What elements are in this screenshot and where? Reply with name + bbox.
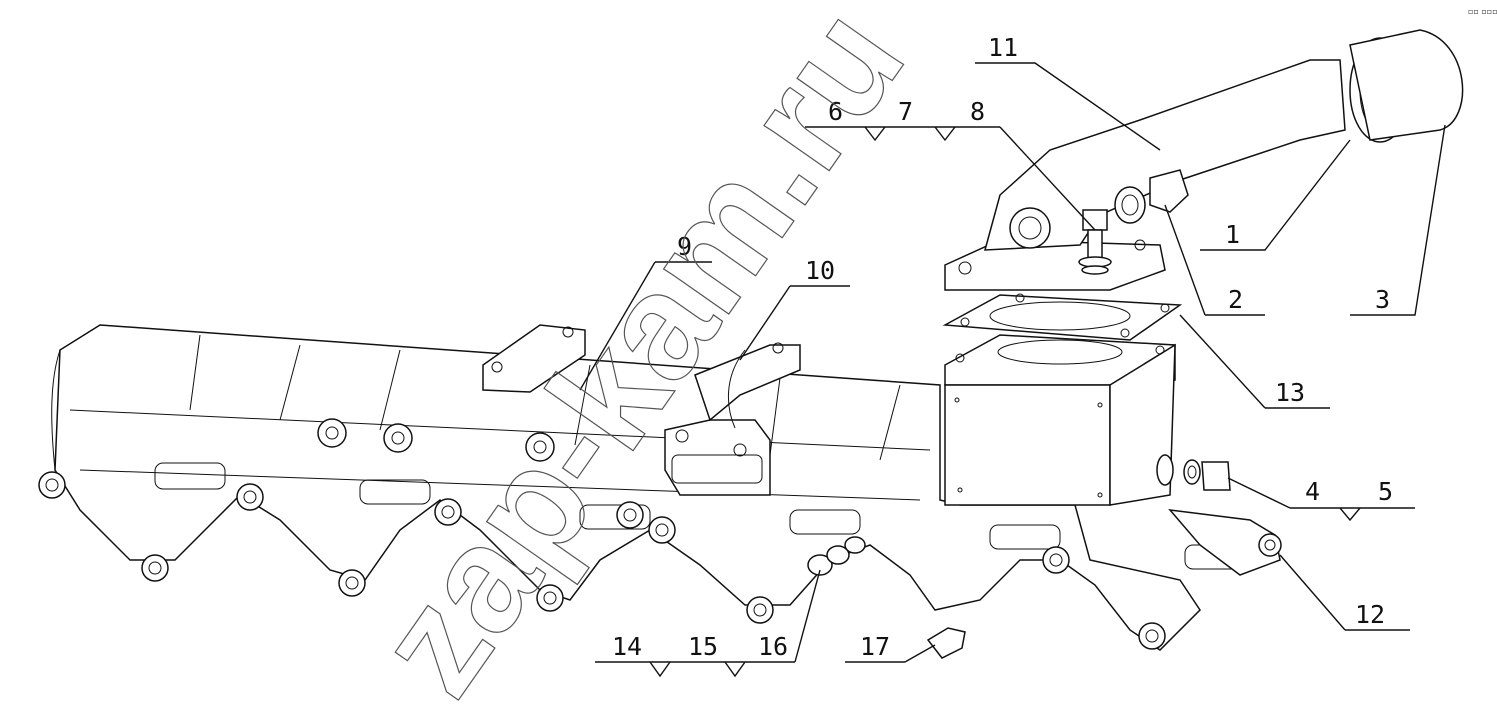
flexible-sleeve xyxy=(1349,29,1464,141)
callout-7: 7 xyxy=(898,97,913,126)
callout-labels: 1 2 3 4 5 6 7 8 9 10 11 12 13 14 15 16 1… xyxy=(612,33,1393,661)
leader-lines xyxy=(579,62,1446,678)
callout-11: 11 xyxy=(988,33,1018,62)
outlet-housing xyxy=(944,334,1176,506)
callout-14: 14 xyxy=(612,632,642,661)
nut xyxy=(926,627,966,659)
callout-10: 10 xyxy=(805,256,835,285)
support-bracket xyxy=(1168,509,1282,576)
side-plug xyxy=(1183,459,1231,491)
corner-mark: ▫▫ ▫▫▫ xyxy=(1468,7,1497,16)
heat-shield-bracket xyxy=(664,342,801,496)
callout-12: 12 xyxy=(1355,600,1385,629)
drain-plug xyxy=(1114,169,1189,224)
callout-15: 15 xyxy=(688,632,718,661)
callout-9: 9 xyxy=(677,232,692,261)
callout-5: 5 xyxy=(1378,477,1393,506)
callout-3: 3 xyxy=(1375,285,1390,314)
exhaust-manifold xyxy=(38,324,1256,651)
callout-6: 6 xyxy=(828,97,843,126)
callout-4: 4 xyxy=(1305,477,1320,506)
stud-set xyxy=(807,536,866,576)
callout-2: 2 xyxy=(1228,285,1243,314)
elbow-pipe xyxy=(944,59,1346,291)
callout-16: 16 xyxy=(758,632,788,661)
flange-gasket xyxy=(942,293,1183,341)
callout-13: 13 xyxy=(1275,378,1305,407)
callout-1: 1 xyxy=(1225,220,1240,249)
mounting-bracket xyxy=(482,324,586,393)
callout-8: 8 xyxy=(970,97,985,126)
callout-17: 17 xyxy=(860,632,890,661)
